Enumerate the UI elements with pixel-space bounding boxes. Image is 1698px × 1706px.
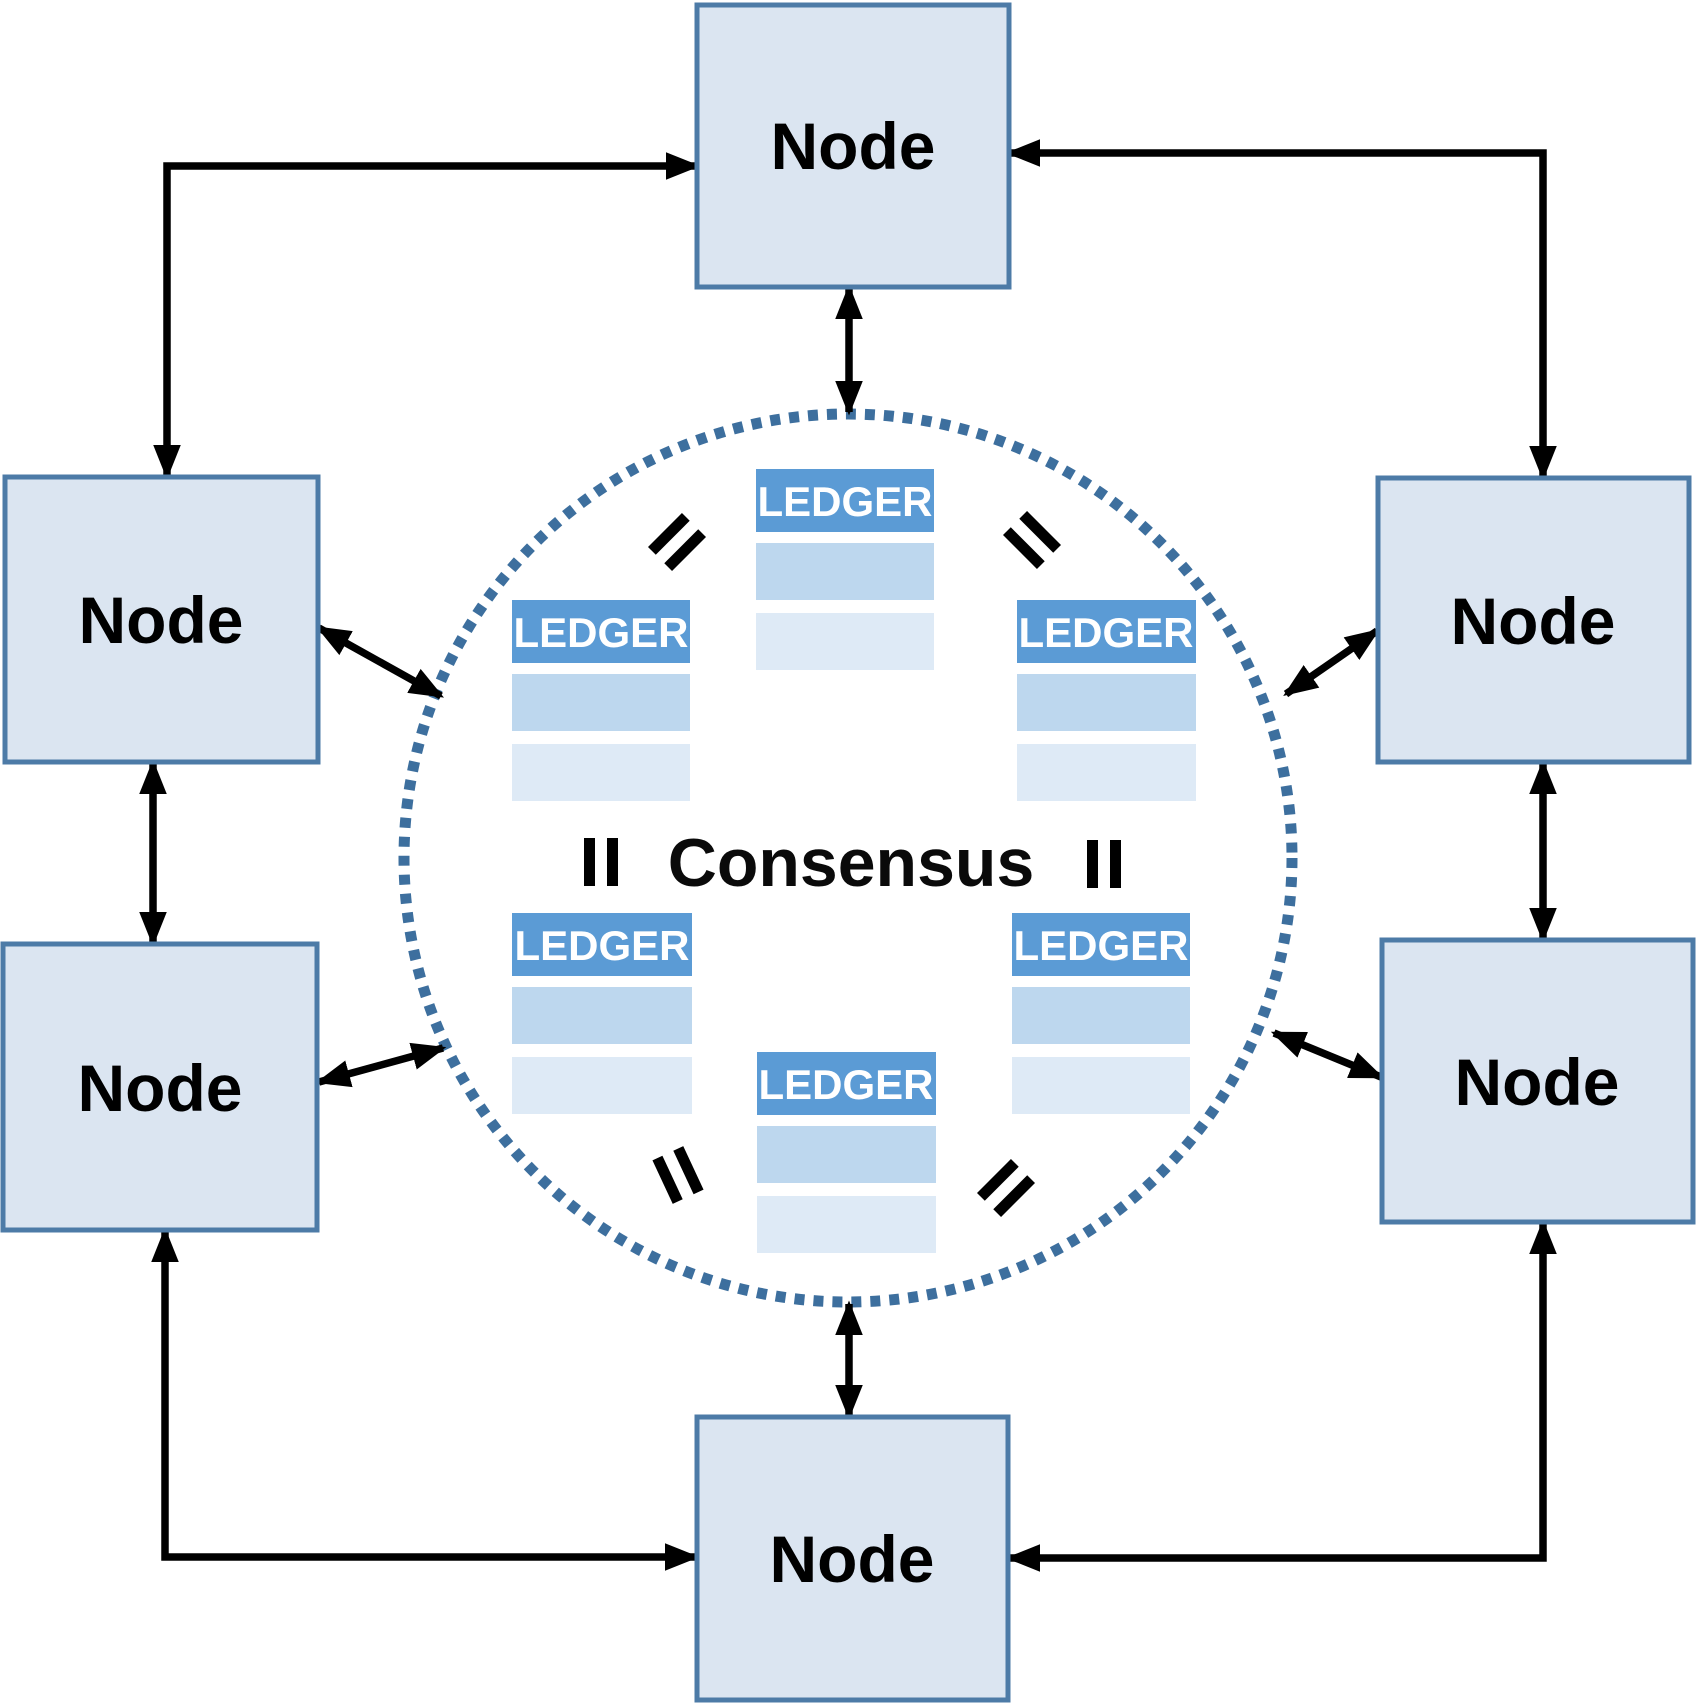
ledger-mid-right-row1 — [1017, 674, 1196, 731]
ledger-lower-left-row1 — [512, 987, 692, 1044]
node-top-box — [694, 2, 1012, 290]
consensus-label: Consensus — [668, 825, 1035, 901]
equals-icon-west — [584, 838, 618, 886]
arrow-right-upper-node-to-circle — [1283, 627, 1380, 698]
equals-icon-east — [1087, 840, 1121, 888]
equals-icon-nw — [648, 513, 706, 571]
ledger-lower-left-label: LEDGER — [514, 922, 689, 969]
equals-bar — [1087, 840, 1098, 888]
arrow-left-lower-node-to-bottom-node — [151, 1227, 700, 1571]
ledger-lower-right: LEDGER — [1012, 913, 1190, 1114]
equals-bar — [673, 1146, 704, 1195]
ledger-bottom-center-label: LEDGER — [758, 1061, 933, 1108]
arrow-right-lower-node-to-bottom-node — [1005, 1219, 1557, 1572]
ledger-lower-left-row2 — [512, 1057, 692, 1114]
arrow-top-node-to-left-upper-node — [153, 152, 701, 480]
equals-bar — [652, 1155, 683, 1204]
ledger-mid-left-row2 — [512, 744, 690, 801]
equals-icon-se — [977, 1159, 1035, 1217]
node-left-upper: Node — [2, 474, 321, 765]
ledger-lower-right-row1 — [1012, 987, 1190, 1044]
ledger-lower-left: LEDGER — [512, 913, 692, 1114]
ledger-top-center-row1 — [756, 543, 934, 600]
equals-bar — [1003, 527, 1045, 569]
node-right-lower-label: Node — [1455, 1045, 1620, 1119]
node-right-upper-box — [1375, 475, 1692, 765]
ledger-bottom-center-row1 — [757, 1126, 936, 1183]
ledger-top-center-row2 — [756, 613, 934, 670]
ledger-mid-right: LEDGER — [1017, 600, 1196, 801]
ledger-lower-right-header — [1012, 913, 1190, 976]
equals-bar — [1019, 511, 1061, 553]
equals-bar — [993, 1175, 1035, 1217]
ledger-top-center-label: LEDGER — [757, 478, 932, 525]
ledger-mid-right-row2 — [1017, 744, 1196, 801]
node-left-lower: Node — [0, 941, 320, 1233]
equals-bar — [607, 838, 618, 886]
equals-icon-sw — [652, 1146, 704, 1204]
node-right-upper-label: Node — [1451, 584, 1616, 658]
node-right-lower: Node — [1379, 937, 1696, 1225]
ledger-mid-right-label: LEDGER — [1018, 609, 1193, 656]
node-right-upper: Node — [1375, 475, 1692, 765]
node-top: Node — [694, 2, 1012, 290]
node-left-upper-box — [2, 474, 321, 765]
node-right-lower-box — [1379, 937, 1696, 1225]
equals-bar — [584, 838, 595, 886]
ledger-bottom-center-row2 — [757, 1196, 936, 1253]
ledger-bottom-center-header — [757, 1052, 936, 1115]
ledger-mid-left-row1 — [512, 674, 690, 731]
equals-bar — [648, 513, 690, 555]
ledger-mid-left-header — [512, 600, 690, 663]
node-bottom-label: Node — [770, 1522, 935, 1596]
ledger-mid-left: LEDGER — [512, 600, 690, 801]
equals-bar — [977, 1159, 1019, 1201]
ledger-lower-right-row2 — [1012, 1057, 1190, 1114]
ledger-top-center: LEDGER — [756, 469, 934, 670]
ledger-mid-left-label: LEDGER — [513, 609, 688, 656]
arrow-top-node-to-right-upper-node — [1005, 139, 1557, 481]
arrow-left-upper-node-to-circle — [315, 624, 445, 700]
equals-icon-ne — [1003, 511, 1061, 569]
arrow-left-lower-node-to-circle — [315, 1042, 447, 1088]
equals-bar — [664, 529, 706, 571]
ledger-lower-left-header — [512, 913, 692, 976]
node-left-upper-label: Node — [79, 583, 244, 657]
ledger-lower-right-label: LEDGER — [1013, 922, 1188, 969]
node-left-lower-label: Node — [78, 1051, 243, 1125]
node-left-lower-box — [0, 941, 320, 1233]
node-top-label: Node — [771, 109, 936, 183]
node-bottom: Node — [694, 1414, 1011, 1703]
equals-bar — [1110, 840, 1121, 888]
ledger-mid-right-header — [1017, 600, 1196, 663]
arrow-right-lower-node-to-circle — [1270, 1029, 1385, 1081]
node-bottom-box — [694, 1414, 1011, 1703]
ledger-top-center-header — [756, 469, 934, 532]
ledger-bottom-center: LEDGER — [757, 1052, 936, 1253]
